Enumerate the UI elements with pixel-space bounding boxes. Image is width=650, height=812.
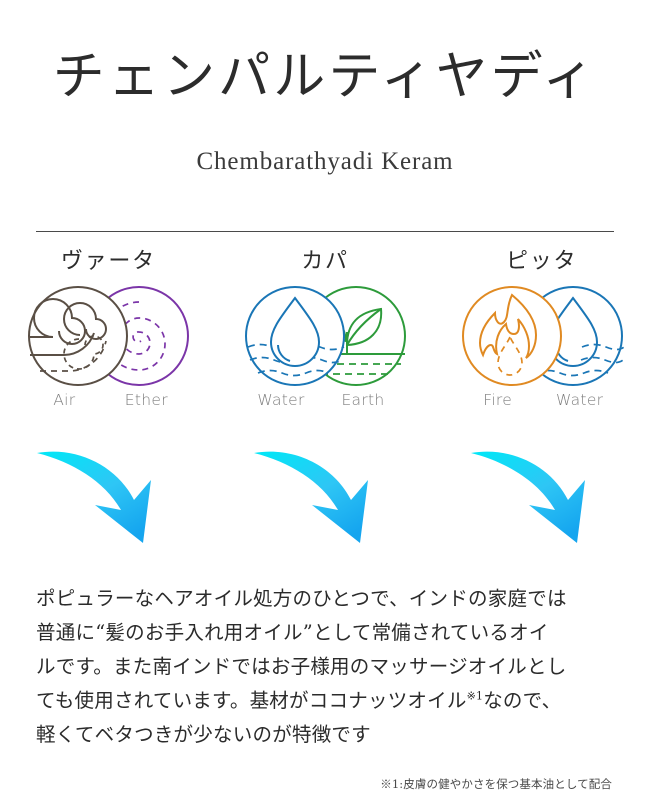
body-line-3: ルです。また南インドではお子様用のマッサージオイルとし <box>36 655 567 678</box>
dosha-art-kapha <box>225 281 425 387</box>
arrow-cell-1 <box>0 442 217 554</box>
dosha-diagram-row: ヴァータ <box>0 243 650 438</box>
dosha-art-vata <box>8 281 208 387</box>
dosha-group-vata: ヴァータ <box>0 243 217 409</box>
footnote-text: ※1:皮膚の健やかさを保つ基本油として配合 <box>380 777 612 791</box>
air-swirl-icon <box>28 286 129 386</box>
element-label-earth: Earth <box>341 391 385 409</box>
body-line-2: 普通に“髪のお手入れ用オイル”として常備されているオイ <box>36 621 549 644</box>
body-line-1: ポピュラーなヘアオイル処方のひとつで、インドの家庭では <box>36 587 567 610</box>
element-label-ether: Ether <box>124 391 168 409</box>
curved-down-arrow-icon <box>470 451 585 543</box>
element-labels-pitta: Fire Water <box>442 391 642 409</box>
arrow-cell-3 <box>433 442 650 554</box>
fire-flame-icon <box>461 286 562 386</box>
header-divider <box>36 231 614 232</box>
element-labels-vata: Air Ether <box>8 391 208 409</box>
body-line-5: 軽くてベタつきが少ないのが特徴です <box>36 723 371 746</box>
body-line-4-after: なので、 <box>483 689 562 712</box>
dosha-group-pitta: ピッタ <box>433 243 650 409</box>
arrow-row <box>0 442 650 554</box>
dosha-group-kapha: カパ <box>217 243 434 409</box>
element-label-fire: Fire <box>483 391 513 409</box>
dosha-art-pitta <box>442 281 642 387</box>
body-description: ポピュラーなヘアオイル処方のひとつで、インドの家庭では 普通に“髪のお手入れ用オ… <box>36 582 618 752</box>
page-subtitle: Chembarathyadi Keram <box>196 148 454 175</box>
curved-down-arrow-icon <box>254 451 368 543</box>
water-drop-icon <box>245 286 345 386</box>
page-title: チェンパルティヤディ <box>52 47 598 107</box>
element-label-air: Air <box>53 391 76 409</box>
dosha-name-kapha: カパ <box>301 249 349 274</box>
dosha-name-pitta: ピッタ <box>506 249 578 274</box>
curved-down-arrow-icon <box>37 451 152 543</box>
body-line-4: ても使用されています。基材がココナッツオイル※1なので、 <box>36 684 618 718</box>
element-labels-kapha: Water Earth <box>225 391 425 409</box>
body-line-4-before: ても使用されています。基材がココナッツオイル <box>36 689 467 712</box>
element-label-water: Water <box>555 391 604 409</box>
footnote-marker: ※1 <box>466 689 484 703</box>
element-label-water: Water <box>257 391 305 409</box>
arrow-cell-2 <box>217 442 434 554</box>
dosha-name-vata: ヴァータ <box>60 249 156 274</box>
